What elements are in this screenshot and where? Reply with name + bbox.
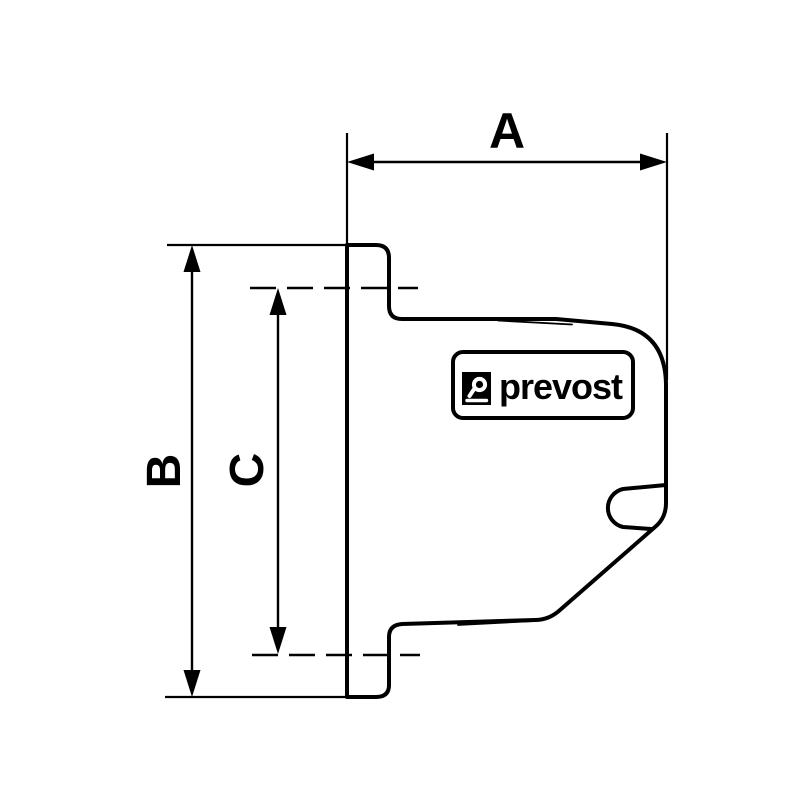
side-notch-outline <box>605 483 668 531</box>
arrowhead-b-top <box>183 245 201 272</box>
bottom-edge-detail-line <box>457 620 536 626</box>
dim-label-c: C <box>221 453 274 488</box>
arrowhead-b-bottom <box>183 670 201 697</box>
dim-label-b: B <box>138 454 191 489</box>
logo-text: prevost <box>499 366 623 407</box>
arrowhead-a-left <box>347 153 374 171</box>
logo-border-box <box>451 350 635 420</box>
top-edge-detail-line <box>497 319 573 326</box>
arrowhead-a-right <box>640 153 667 171</box>
arrowhead-c-top <box>269 288 287 315</box>
logo-plate: prevost <box>451 350 635 420</box>
part-outline <box>345 243 668 699</box>
logo-p-icon <box>465 376 489 403</box>
arrowhead-c-bottom <box>269 627 287 654</box>
dim-label-a: A <box>489 103 525 159</box>
